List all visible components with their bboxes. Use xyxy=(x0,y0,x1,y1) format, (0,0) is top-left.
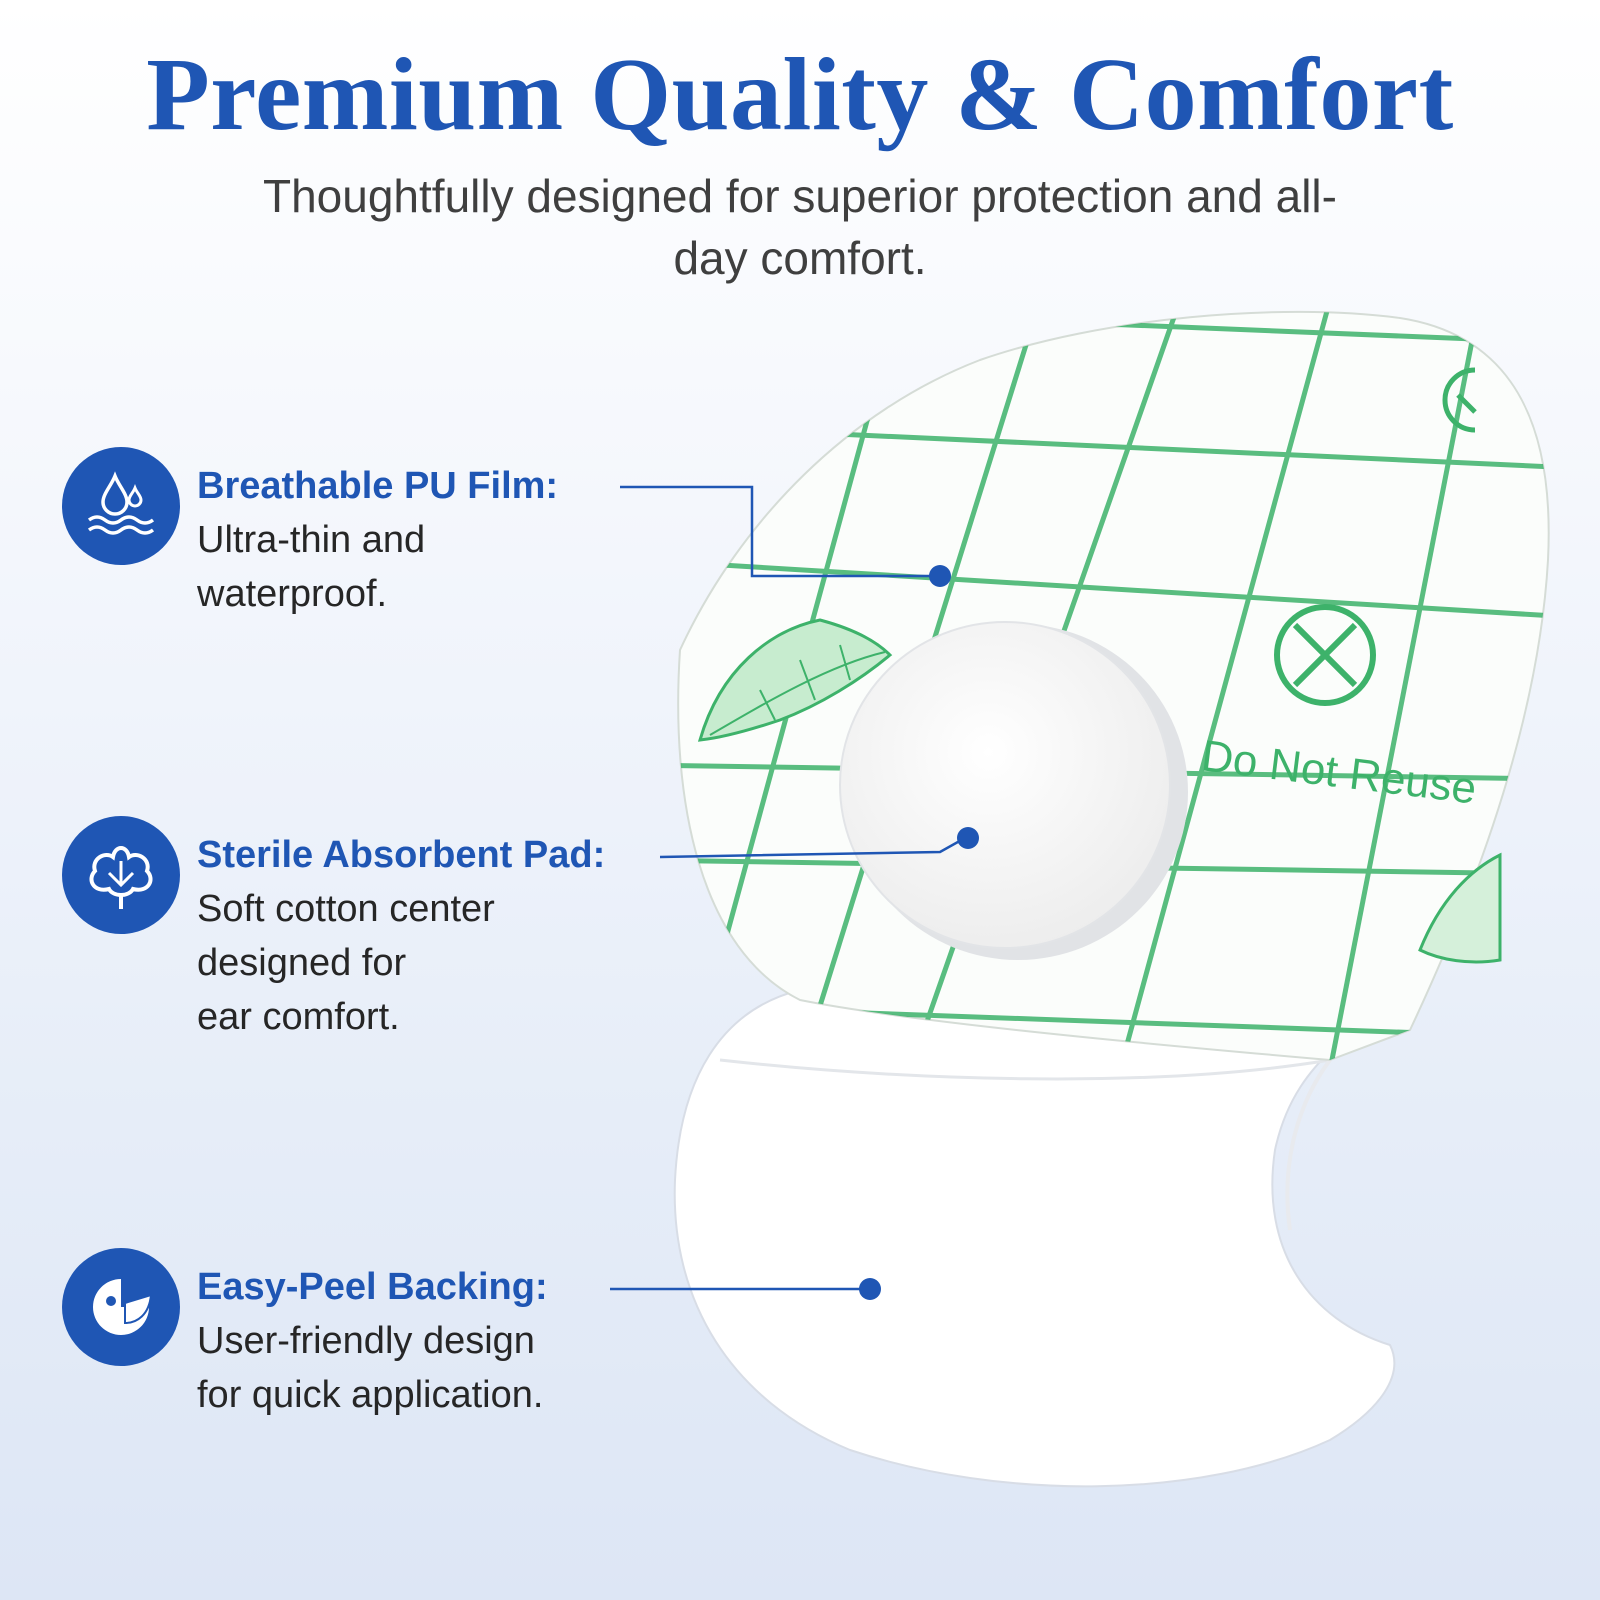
callout-lines xyxy=(610,485,966,1291)
feature-title: Breathable PU Film: xyxy=(197,465,559,507)
callout-dots xyxy=(859,565,979,1300)
callout-dot-pad xyxy=(957,827,979,849)
cotton-flower-icon xyxy=(62,816,180,934)
callout-dot-film xyxy=(929,565,951,587)
callout-line-pad xyxy=(659,836,966,859)
page-title: Premium Quality & Comfort xyxy=(146,37,1454,152)
water-drop-waves-icon xyxy=(62,447,180,565)
no-reuse-icon xyxy=(1274,604,1376,706)
peel-backing xyxy=(673,988,1396,1488)
recycle-mark-icon xyxy=(1442,367,1477,433)
callout-dot-backing xyxy=(859,1278,881,1300)
page-subtitle: Thoughtfully designed for superior prote… xyxy=(263,170,1337,284)
absorbent-pad xyxy=(839,621,1188,960)
leaf-motif xyxy=(697,618,893,742)
feature-title: Easy-Peel Backing: xyxy=(197,1266,548,1308)
leaf-motif-right xyxy=(1418,852,1502,964)
feature-description: Ultra-thin and waterproof. xyxy=(197,519,426,615)
peel-backing-icon xyxy=(62,1248,180,1366)
callout-line-film xyxy=(620,485,940,578)
feature-description: Soft cotton center designed for ear comf… xyxy=(197,888,495,1038)
feature-description: User-friendly design for quick applicati… xyxy=(197,1320,544,1416)
feature-title: Sterile Absorbent Pad: xyxy=(197,834,606,876)
